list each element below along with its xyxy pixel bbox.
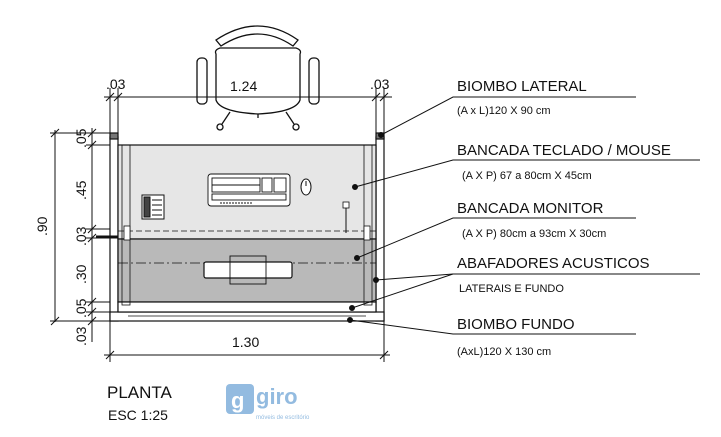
- svg-text:g: g: [231, 388, 244, 413]
- plan-title: PLANTA: [107, 383, 173, 402]
- logo-subtext: móveis de escritório: [256, 415, 310, 421]
- detail-bancada-monitor: (A X P) 80cm a 93cm X 30cm: [462, 228, 606, 240]
- label-bancada-teclado: BANCADA TECLADO / MOUSE: [457, 142, 671, 159]
- acoustic-damper: [117, 301, 377, 313]
- plan-scale: ESC 1:25: [108, 407, 168, 423]
- giro-logo: g giro móveis de escritório: [226, 384, 310, 421]
- bottom-dimension: [104, 320, 390, 362]
- dim-total-depth: .90: [34, 216, 50, 236]
- label-biombo-lateral: BIOMBO LATERAL: [457, 78, 587, 95]
- telephone-icon: [141, 194, 165, 220]
- dim-stack-4: .05: [73, 298, 89, 318]
- left-dimension: [50, 128, 110, 342]
- side-screen-left: [109, 136, 119, 322]
- keyboard-icon: [207, 173, 291, 207]
- dim-stack-0: .05: [73, 128, 89, 148]
- dim-stack-5: .03: [73, 326, 89, 346]
- back-screen: [109, 311, 385, 322]
- detail-biombo-lateral: (A x L)120 X 90 cm: [457, 105, 551, 117]
- dim-top-right: .03: [370, 76, 390, 92]
- top-dimension: [104, 88, 392, 140]
- dim-stack-3: .30: [73, 264, 89, 284]
- mouse-icon: [300, 178, 312, 196]
- logo-text: giro: [256, 384, 298, 409]
- detail-abafadores: LATERAIS E FUNDO: [459, 283, 564, 295]
- dim-stack-1: .45: [73, 180, 89, 200]
- dim-top-width: 1.24: [230, 78, 257, 94]
- label-biombo-fundo: BIOMBO FUNDO: [457, 316, 575, 333]
- dim-bottom-width: 1.30: [232, 334, 259, 350]
- workstation: [96, 132, 385, 322]
- detail-bancada-teclado: (A X P) 67 a 80cm X 45cm: [462, 170, 592, 182]
- dim-top-left: .03: [106, 76, 126, 92]
- label-abafadores: ABAFADORES ACUSTICOS: [457, 255, 650, 272]
- label-bancada-monitor: BANCADA MONITOR: [457, 200, 604, 217]
- leader-lines: [347, 96, 700, 335]
- office-chair-icon: [196, 25, 320, 131]
- detail-biombo-fundo: (AxL)120 X 130 cm: [457, 346, 551, 358]
- dim-stack-2: .03: [73, 226, 89, 246]
- side-screen-right: [375, 136, 385, 322]
